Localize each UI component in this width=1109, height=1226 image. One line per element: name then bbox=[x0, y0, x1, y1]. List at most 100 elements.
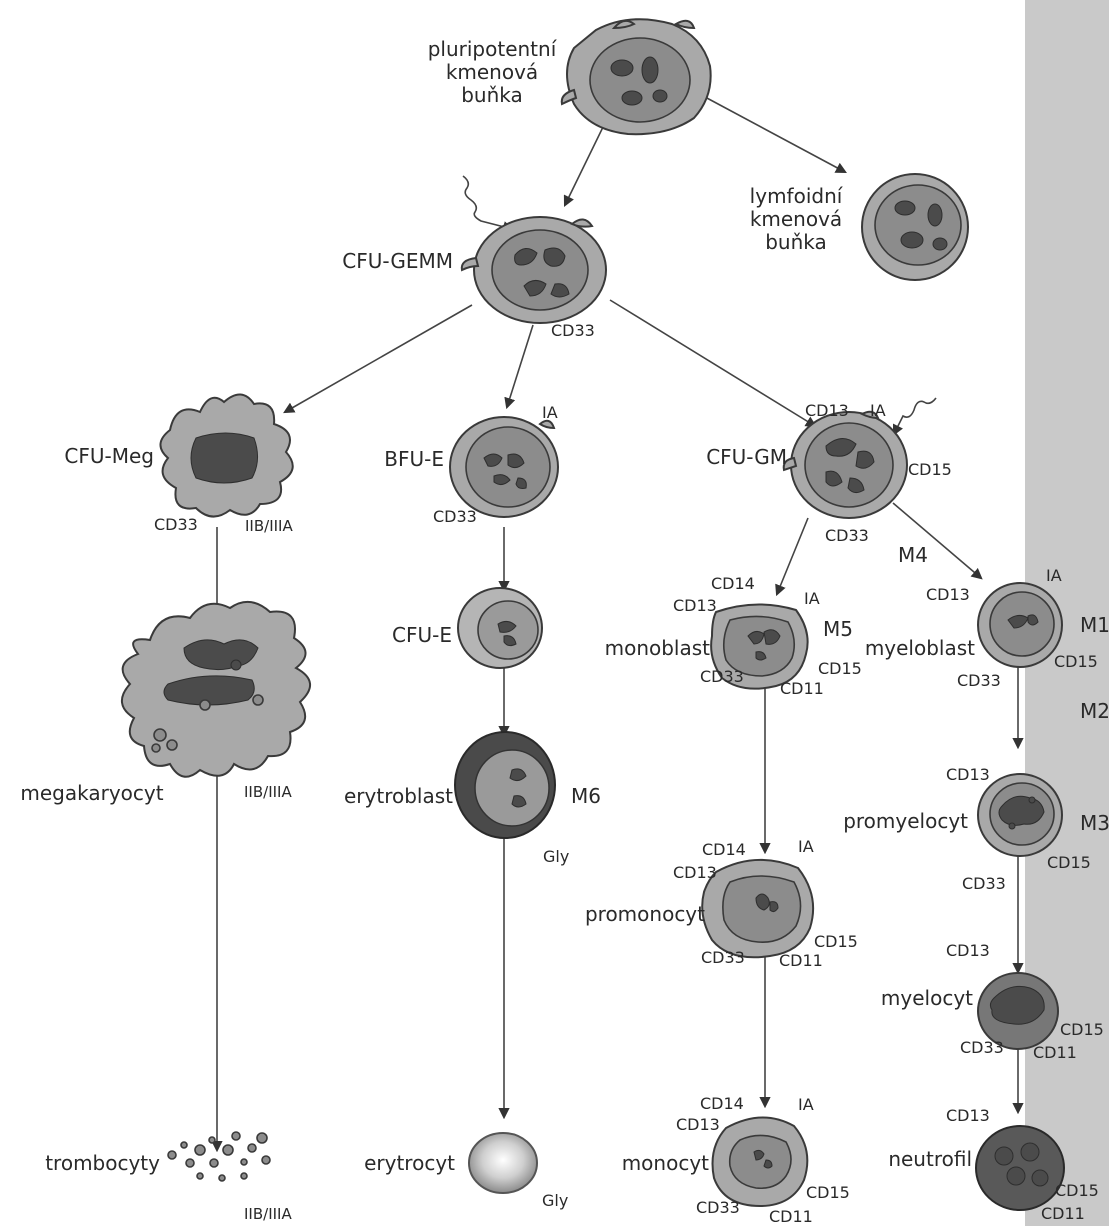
leukemia-labels: M4 M5 M6 M1 M2 M3 bbox=[571, 543, 1109, 835]
label-m2: M2 bbox=[1080, 699, 1109, 723]
marker-mk-iib: IIB/IIIA bbox=[244, 783, 292, 801]
marker-bfue-ia: IA bbox=[542, 403, 558, 422]
label-gemm: CFU-GEMM bbox=[342, 249, 453, 273]
platelets-cluster bbox=[167, 1131, 271, 1182]
label-myelocyt: myelocyt bbox=[881, 986, 973, 1010]
label-bfue: BFU-E bbox=[384, 447, 444, 471]
marker-my-cd33: CD33 bbox=[957, 671, 1001, 690]
cell-stem bbox=[560, 18, 712, 136]
arrow-gemm-to-gm bbox=[609, 299, 817, 428]
cell-myelocyt bbox=[977, 972, 1059, 1050]
cell-myeloblast bbox=[977, 582, 1063, 668]
cell-meg bbox=[159, 393, 294, 518]
marker-mc-cd11: CD11 bbox=[1033, 1043, 1077, 1062]
marker-gm-cd33: CD33 bbox=[825, 526, 869, 545]
marker-mc-cd13: CD13 bbox=[946, 941, 990, 960]
cell-erytroblast bbox=[454, 731, 556, 839]
cell-promyelocyt bbox=[977, 773, 1063, 857]
marker-pm-cd11: CD11 bbox=[779, 951, 823, 970]
cell-gemm bbox=[460, 216, 607, 324]
marker-ec-gly: Gly bbox=[542, 1191, 568, 1210]
label-m3: M3 bbox=[1080, 811, 1109, 835]
marker-mc-cd33: CD33 bbox=[960, 1038, 1004, 1057]
arrow-gm-to-my bbox=[892, 502, 983, 580]
cell-cfue bbox=[457, 587, 543, 669]
label-monoblast: monoblast bbox=[605, 636, 711, 660]
marker-pm-cd13: CD13 bbox=[673, 863, 717, 882]
marker-pr-cd13: CD13 bbox=[946, 765, 990, 784]
marker-tr-iib: IIB/IIIA bbox=[244, 1205, 292, 1223]
marker-nf-cd13: CD13 bbox=[946, 1106, 990, 1125]
marker-mo-cd13: CD13 bbox=[676, 1115, 720, 1134]
marker-pm-cd33: CD33 bbox=[701, 948, 745, 967]
marker-my-cd13: CD13 bbox=[926, 585, 970, 604]
label-cfue: CFU-E bbox=[392, 623, 452, 647]
label-monocyt: monocyt bbox=[622, 1151, 709, 1175]
marker-meg-iib: IIB/IIIA bbox=[245, 517, 293, 535]
cell-lymph bbox=[861, 173, 969, 281]
marker-pm-cd14: CD14 bbox=[702, 840, 746, 859]
cell-gm bbox=[782, 410, 908, 519]
marker-my-cd15: CD15 bbox=[1054, 652, 1098, 671]
marker-mb-cd11: CD11 bbox=[780, 679, 824, 698]
marker-mo-cd15: CD15 bbox=[806, 1183, 850, 1202]
marker-pr-cd15: CD15 bbox=[1047, 853, 1091, 872]
stimulus-arrow-gm bbox=[892, 397, 937, 437]
label-m6: M6 bbox=[571, 784, 601, 808]
label-meg: CFU-Meg bbox=[64, 444, 154, 468]
marker-pm-cd15: CD15 bbox=[814, 932, 858, 951]
marker-mb-cd13: CD13 bbox=[673, 596, 717, 615]
marker-bfue-cd33: CD33 bbox=[433, 507, 477, 526]
marker-meg-cd33: CD33 bbox=[154, 515, 198, 534]
label-neutrofil: neutrofil bbox=[888, 1147, 972, 1171]
marker-mo-cd33: CD33 bbox=[696, 1198, 740, 1217]
arrow-gm-to-mb bbox=[775, 517, 809, 597]
marker-gm-cd15: CD15 bbox=[908, 460, 952, 479]
marker-pr-cd33: CD33 bbox=[962, 874, 1006, 893]
cell-monocyt bbox=[711, 1116, 809, 1208]
cell-bfue bbox=[449, 416, 559, 518]
marker-nf-cd11: CD11 bbox=[1041, 1204, 1085, 1223]
label-trombocyty: trombocyty bbox=[45, 1151, 160, 1175]
cell-erytrocyt bbox=[468, 1132, 538, 1194]
label-m1: M1 bbox=[1080, 613, 1109, 637]
label-gm: CFU-GM bbox=[706, 445, 787, 469]
marker-gm-ia: IA bbox=[870, 401, 886, 420]
cells bbox=[121, 18, 1065, 1211]
marker-mb-cd33: CD33 bbox=[700, 667, 744, 686]
marker-gm-cd13: CD13 bbox=[805, 401, 849, 420]
cell-promonocyt bbox=[701, 859, 815, 959]
marker-eb-gly: Gly bbox=[543, 847, 569, 866]
marker-mo-cd14: CD14 bbox=[700, 1094, 744, 1113]
label-megakaryocyt: megakaryocyt bbox=[20, 781, 163, 805]
marker-labels: CD33 CD33 IIB/IIIA IIB/IIIA IIB/IIIA IA … bbox=[154, 321, 1104, 1226]
arrow-gemm-to-bfue bbox=[504, 324, 534, 410]
label-erytroblast: erytroblast bbox=[344, 784, 453, 808]
marker-mb-cd14: CD14 bbox=[711, 574, 755, 593]
marker-pm-ia: IA bbox=[798, 837, 814, 856]
arrows bbox=[211, 96, 1024, 1153]
marker-gemm-cd33: CD33 bbox=[551, 321, 595, 340]
marker-mo-cd11: CD11 bbox=[769, 1207, 813, 1226]
label-promyelocyt: promyelocyt bbox=[843, 809, 968, 833]
label-erytrocyt: erytrocyt bbox=[364, 1151, 455, 1175]
arrow-gemm-to-meg bbox=[283, 304, 473, 414]
cell-monoblast bbox=[710, 603, 809, 690]
stimulus-arrow-gemm bbox=[462, 175, 515, 233]
marker-mo-ia: IA bbox=[798, 1095, 814, 1114]
marker-mb-cd15: CD15 bbox=[818, 659, 862, 678]
marker-mb-ia: IA bbox=[804, 589, 820, 608]
arrow-stem-to-lymph bbox=[704, 96, 847, 174]
cell-megakaryocyte bbox=[121, 601, 311, 778]
marker-nf-cd15: CD15 bbox=[1055, 1181, 1099, 1200]
arrow-stem-to-gemm bbox=[563, 124, 605, 208]
cell-neutrofil bbox=[975, 1125, 1065, 1211]
label-m5: M5 bbox=[823, 617, 853, 641]
label-m4: M4 bbox=[898, 543, 928, 567]
marker-my-ia: IA bbox=[1046, 566, 1062, 585]
label-myeloblast: myeloblast bbox=[865, 636, 975, 660]
